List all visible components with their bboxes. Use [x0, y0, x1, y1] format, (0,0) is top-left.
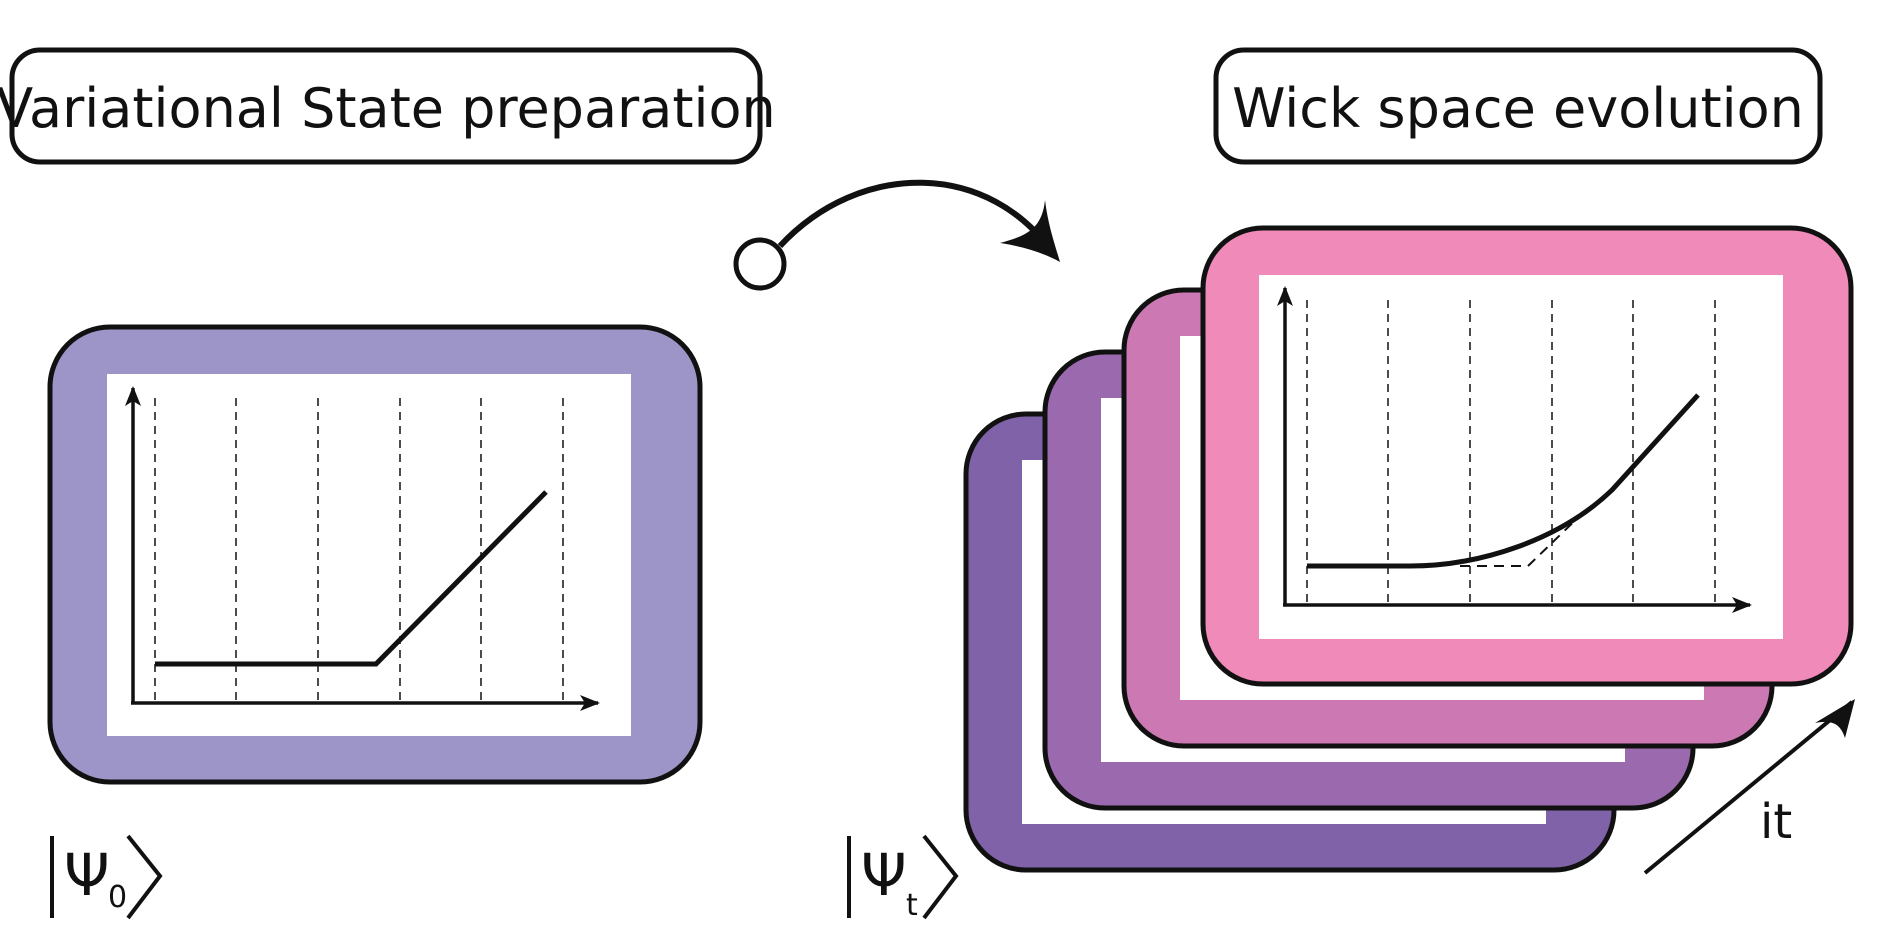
left-title-text: Variational State preparation [0, 77, 776, 140]
right-title-text: Wick space evolution [1232, 77, 1804, 140]
initial-state-ket: Ψ 0 [50, 834, 163, 920]
initial-state-ket-subscript: 0 [108, 880, 127, 915]
initial-state-ket-symbol: Ψ [64, 841, 110, 909]
initial-state-panel [47, 324, 703, 785]
curved-arrow-icon [733, 179, 1060, 291]
left-title-box: Variational State preparation [0, 47, 776, 165]
right-title-box: Wick space evolution [1213, 47, 1823, 165]
evolved-state-card-4 [1200, 225, 1854, 687]
evolved-state-ket-subscript: t [906, 888, 918, 923]
evolved-state-ket: Ψ t [847, 834, 959, 923]
evolved-state-stack [963, 225, 1854, 873]
evolved-state-plot [1277, 286, 1752, 613]
imaginary-time-arrow: it [1643, 699, 1855, 875]
imaginary-time-label: it [1760, 794, 1792, 850]
evolved-state-ket-symbol: Ψ [861, 841, 907, 909]
initial-state-plot [125, 386, 600, 711]
